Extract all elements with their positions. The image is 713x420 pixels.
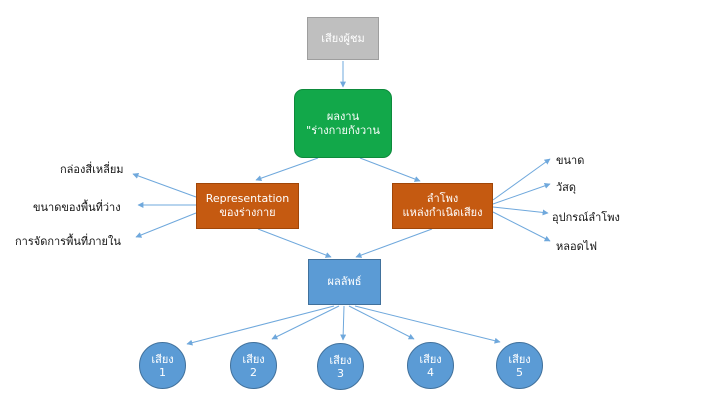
output-voice-3-word: เสียง <box>329 353 352 367</box>
speaker-label-line-1: ลำโพง <box>426 192 459 205</box>
output-voice-4: เสียง 4 <box>407 342 454 389</box>
representation-box: Representation ของร่างกาย <box>196 183 299 229</box>
arrow-result-to-output-5 <box>354 305 501 344</box>
output-voice-3: เสียง 3 <box>317 343 364 390</box>
arrow-performance-to-representation <box>255 157 319 182</box>
output-voice-2: เสียง 2 <box>230 342 277 389</box>
output-voice-4-word: เสียง <box>419 352 442 366</box>
arrow-speaker-to-bulb <box>492 211 551 242</box>
arrow-speaker-to-material <box>492 182 551 205</box>
speaker-box: ลำโพง แหล่งกำเนิดเสียง <box>392 183 493 229</box>
right-label-size: ขนาด <box>556 154 585 167</box>
output-voice-2-word: เสียง <box>242 352 265 366</box>
right-label-material: วัสดุ <box>556 181 577 194</box>
output-voice-1-word: เสียง <box>151 352 174 366</box>
arrow-rep-to-result <box>257 228 332 258</box>
left-label-interior: การจัดการพื้นที่ภายใน <box>15 235 121 248</box>
right-label-bulb: หลอดไฟ <box>556 240 598 253</box>
audience-voice-box: เสียงผู้ชม <box>307 17 379 60</box>
arrow-result-to-output-3 <box>340 305 347 341</box>
output-voice-4-number: 4 <box>427 365 434 379</box>
representation-label-line-1: Representation <box>205 192 290 205</box>
arrow-speaker-to-device <box>492 206 549 216</box>
arrow-performance-to-speaker <box>359 157 421 182</box>
output-voice-5: เสียง 5 <box>496 342 543 389</box>
performance-label-line-1: ผลงาน <box>326 109 360 123</box>
performance-label-line-2: "ร่างกายกังวาน <box>306 123 380 137</box>
performance-box: ผลงาน "ร่างกายกังวาน <box>294 89 392 158</box>
output-voice-1: เสียง 1 <box>139 342 186 389</box>
result-label: ผลลัพธ์ <box>327 275 362 288</box>
left-label-box: กล่องสี่เหลี่ยม <box>60 163 124 176</box>
audience-voice-label: เสียงผู้ชม <box>321 31 365 45</box>
output-voice-5-number: 5 <box>516 365 523 379</box>
arrow-rep-to-box <box>132 173 197 198</box>
result-box: ผลลัพธ์ <box>308 259 381 305</box>
output-voice-2-number: 2 <box>250 365 257 379</box>
arrow-result-to-output-4 <box>348 305 415 340</box>
arrow-result-to-output-1 <box>186 305 335 346</box>
output-voice-5-word: เสียง <box>508 352 531 366</box>
speaker-label-line-2: แหล่งกำเนิดเสียง <box>402 206 483 219</box>
right-label-speaker-device: อุปกรณ์ลำโพง <box>552 211 620 224</box>
output-voice-1-number: 1 <box>159 365 166 379</box>
arrow-result-to-output-2 <box>271 305 340 340</box>
arrow-speaker-to-size <box>492 158 551 201</box>
left-label-space-size: ขนาดของพื้นที่ว่าง <box>33 201 121 214</box>
output-voice-3-number: 3 <box>337 366 344 380</box>
arrow-rep-to-interior <box>135 212 197 238</box>
representation-label-line-2: ของร่างกาย <box>219 206 276 219</box>
arrow-speaker-to-result <box>355 228 433 258</box>
